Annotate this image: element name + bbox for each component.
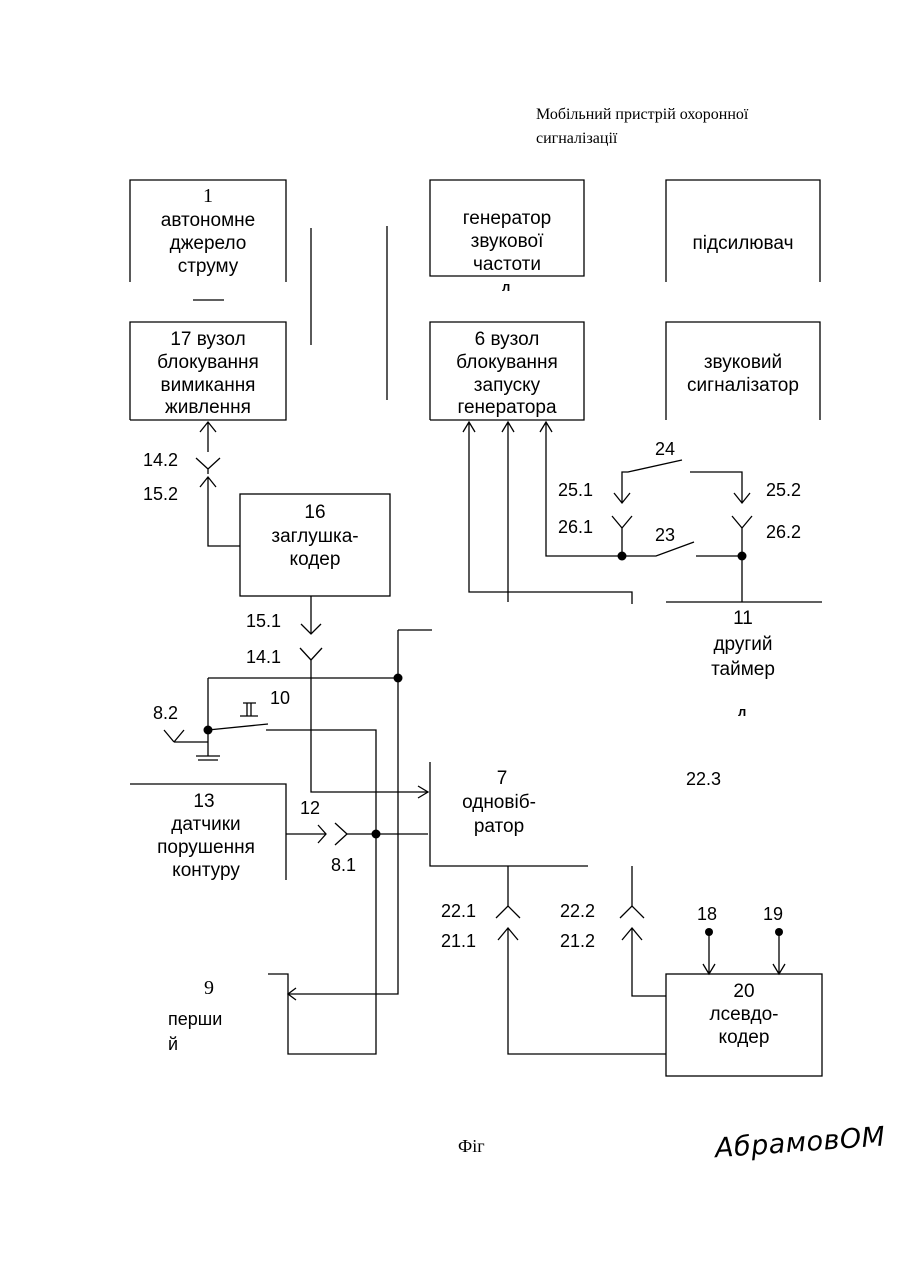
block-16-line-1: 16	[304, 502, 325, 523]
block-6-generator-start-lock: 6 вузол блокування запуску генератора	[430, 322, 584, 420]
block-6-line-4: генератора	[457, 397, 556, 418]
label-14-1: 14.1	[246, 647, 281, 667]
label-15-1: 15.1	[246, 611, 281, 631]
block-17-line-2: блокування	[157, 352, 259, 373]
block-11-sub: л	[738, 704, 746, 719]
block-11-line-1: 11	[733, 608, 753, 629]
block-20-line-1: 20	[733, 981, 754, 1002]
block-11-line-2: другий	[713, 634, 772, 655]
block-power-source-line-1: автономне	[161, 210, 255, 231]
block-13-line-3: порушення	[157, 837, 255, 858]
block-power-source-line-3: струму	[178, 256, 239, 277]
block-sound-signaller-line-2: сигналізатор	[687, 375, 799, 396]
label-14-2: 14.2	[143, 450, 178, 470]
label-18: 18	[697, 904, 717, 924]
block-9-first-timer: 9 перши й	[168, 977, 222, 1054]
connector-22-2-21-2: 22.2 21.2	[560, 866, 666, 996]
block-13-line-1: 13	[193, 791, 214, 812]
block-6-line-1: 6 вузол	[475, 329, 540, 350]
signature-text: АбрамовОМ	[712, 1121, 886, 1164]
block-sound-signaller: звуковий сигналізатор	[666, 322, 820, 420]
block-16-plug-coder: 16 заглушка- кодер	[240, 494, 390, 596]
block-amplifier-label: підсилювач	[693, 233, 794, 254]
block-17-power-off-lock: 17 вузол блокування вимикання живлення	[130, 322, 286, 420]
label-12: 12	[300, 798, 320, 818]
signature: АбрамовОМ	[712, 1121, 886, 1164]
block-9-line-1: перши	[168, 1009, 222, 1029]
block-power-source: 1 автономне джерело струму	[130, 180, 286, 300]
block-20-pseudo-coder: 20 лсевдо- кодер	[666, 974, 822, 1076]
label-22-1: 22.1	[441, 901, 476, 921]
label-26-1: 26.1	[558, 517, 593, 537]
connector-14-2-15-2: 14.2 15.2	[143, 422, 240, 546]
block-17-line-3: вимикання	[161, 375, 256, 396]
label-10: 10	[270, 688, 290, 708]
block-16-line-3: кодер	[290, 549, 341, 570]
block-20-line-2: лсевдо-	[709, 1004, 778, 1025]
label-21-1: 21.1	[441, 931, 476, 951]
block-power-source-line-2: джерело	[170, 233, 247, 254]
figure-caption: Фіг	[458, 1136, 485, 1157]
block-sound-generator-line-3: частоти	[473, 254, 541, 275]
block-sound-generator-line-2: звукової	[471, 231, 544, 252]
block-sound-signaller-line-1: звуковий	[704, 352, 782, 373]
block-11-line-3: таймер	[711, 659, 775, 680]
label-22-2: 22.2	[560, 901, 595, 921]
block-11-second-timer: 11 другий таймер л	[711, 608, 775, 719]
block-16-line-2: заглушка-	[271, 526, 358, 547]
label-15-2: 15.2	[143, 484, 178, 504]
block-17-line-1: 17 вузол	[170, 329, 245, 350]
label-24: 24	[655, 439, 675, 459]
block-sound-generator-line-1: генератор	[463, 208, 551, 229]
label-19: 19	[763, 904, 783, 924]
switch-network: 24 25.1 25.2 26.1 23 26.2	[558, 439, 822, 602]
label-26-2: 26.2	[766, 522, 801, 542]
block-13-line-2: датчики	[171, 814, 240, 835]
inputs-18-19: 18 19	[697, 904, 785, 974]
block-sound-generator-sub: л	[502, 279, 510, 294]
block-power-source-number: 1	[203, 185, 213, 207]
block-13-line-4: контуру	[172, 860, 240, 881]
block-9-number: 9	[204, 977, 214, 999]
block-7-line-3: ратор	[474, 816, 524, 837]
label-21-2: 21.2	[560, 931, 595, 951]
block-6-line-3: запуску	[474, 375, 541, 396]
block-20-line-3: кодер	[719, 1027, 770, 1048]
block-6-line-2: блокування	[456, 352, 558, 373]
block-7-line-2: одновіб-	[462, 792, 536, 813]
label-8-2: 8.2	[153, 703, 178, 723]
block-amplifier: підсилювач	[666, 180, 820, 282]
label-25-1: 25.1	[558, 480, 593, 500]
block-sound-generator: генератор звукової частоти л	[430, 180, 584, 294]
block-7-line-1: 7	[497, 768, 508, 789]
label-22-3: 22.3	[686, 769, 721, 789]
block-17-line-4: живлення	[165, 397, 251, 418]
block-7-monostable: 7 одновіб- ратор 22.3	[430, 762, 721, 866]
label-25-2: 25.2	[766, 480, 801, 500]
block-13-contour-sensors: 13 датчики порушення контуру	[130, 784, 286, 881]
label-8-1: 8.1	[331, 855, 356, 875]
label-23: 23	[655, 525, 675, 545]
block-6-inputs	[463, 422, 632, 604]
block-9-line-2: й	[168, 1034, 178, 1054]
connector-12-8-1: 12 8.1	[286, 798, 428, 875]
